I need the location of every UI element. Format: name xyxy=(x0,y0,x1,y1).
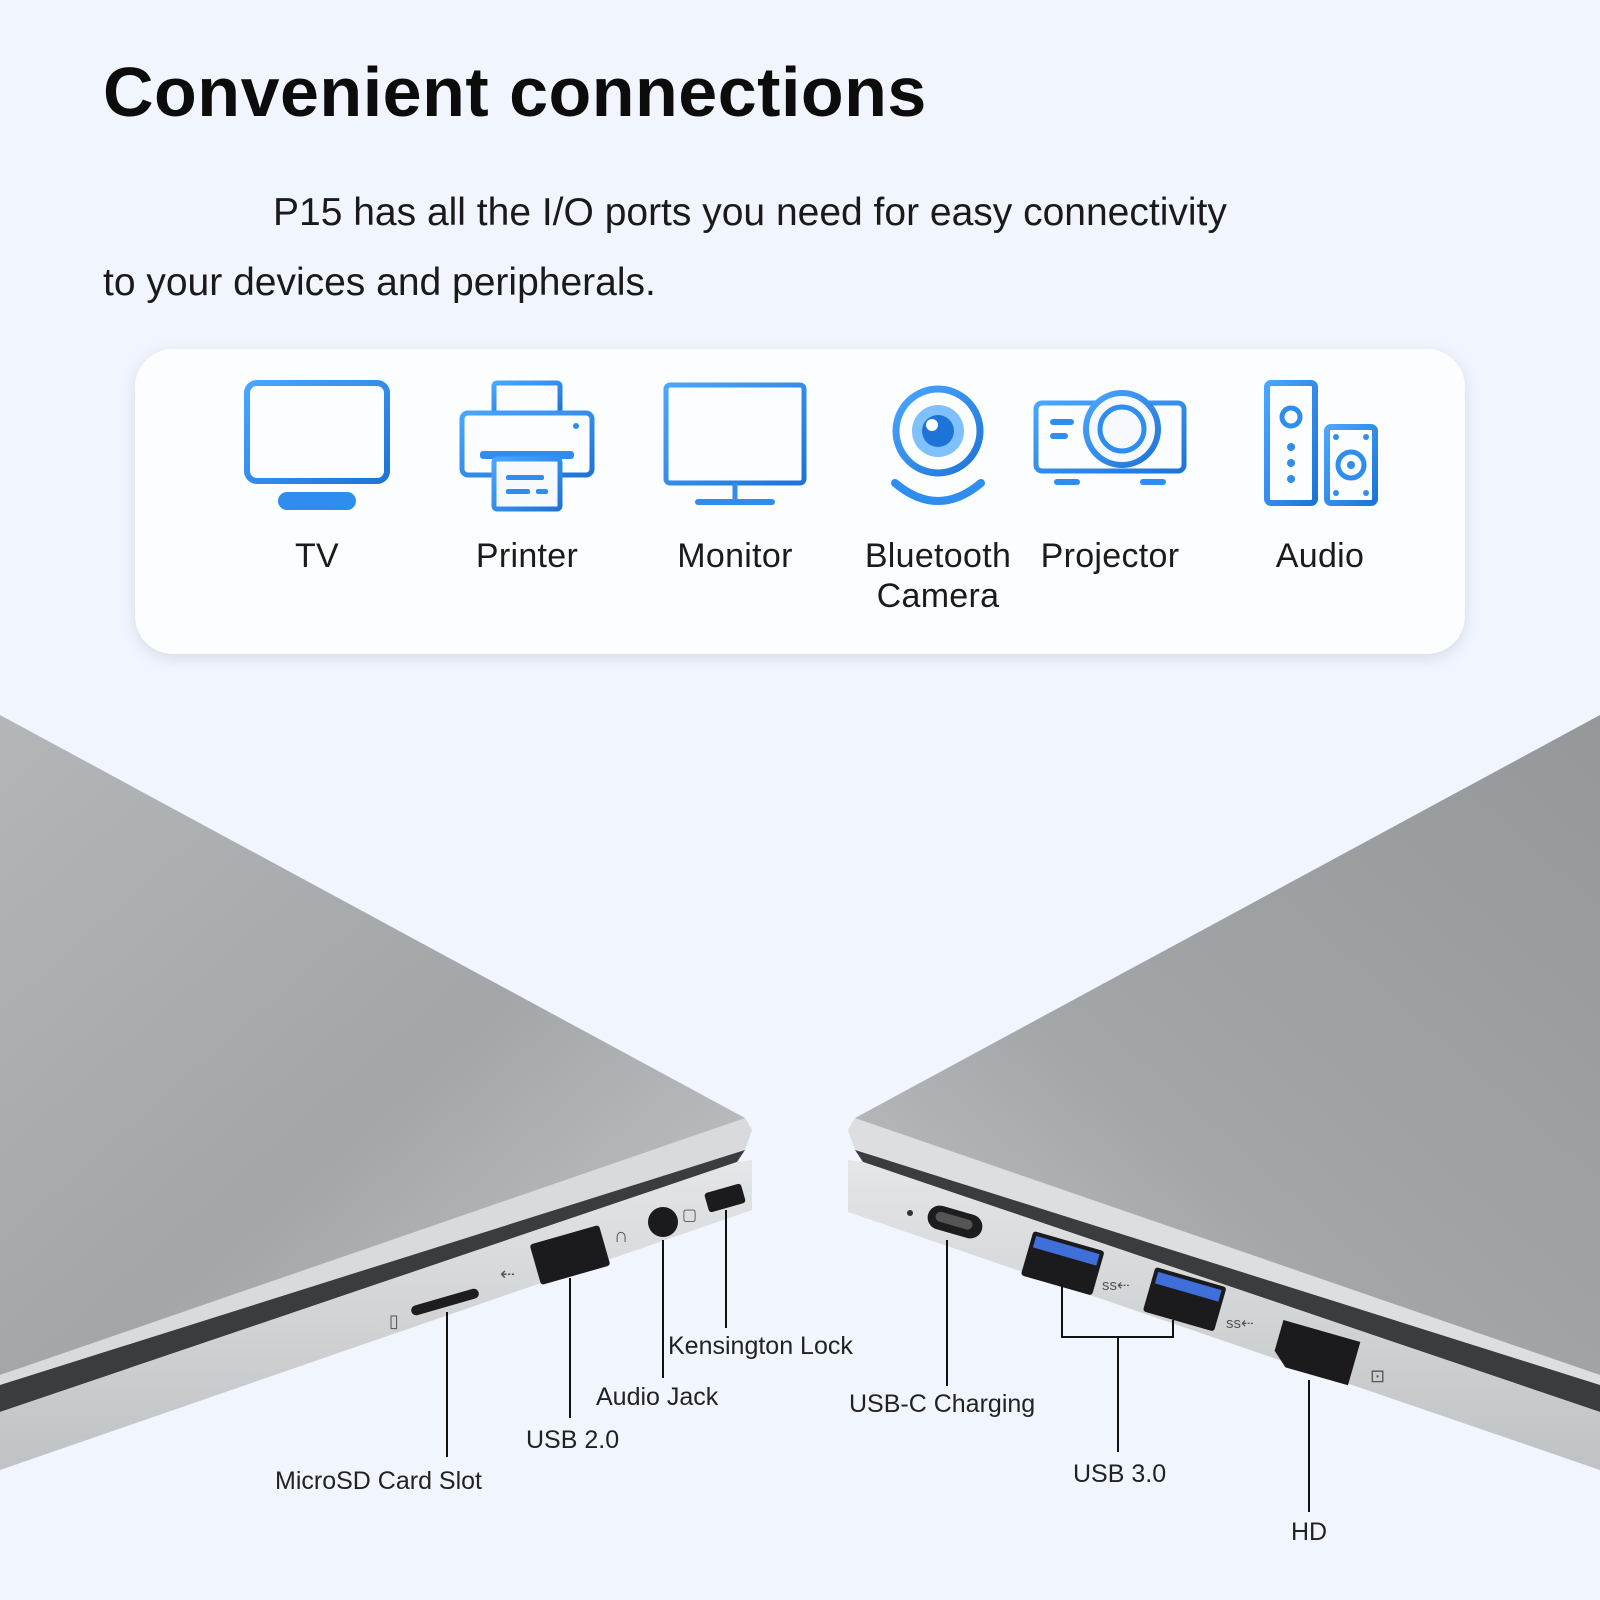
device-monitor: Monitor xyxy=(640,379,830,576)
monitor-icon xyxy=(663,382,807,505)
device-printer: Printer xyxy=(432,379,622,576)
right-laptop: ss⇠ ss⇠ ⊡ xyxy=(848,715,1600,1470)
device-label-printer: Printer xyxy=(475,537,579,575)
svg-text:∩: ∩ xyxy=(614,1225,628,1247)
hd-port xyxy=(1274,1319,1361,1386)
label-usb2: USB 2.0 xyxy=(526,1426,620,1454)
label-hd: HD xyxy=(1291,1518,1328,1546)
intro-line-1: P15 has all the I/O ports you need for e… xyxy=(273,191,1227,234)
label-kensington: Kensington Lock xyxy=(668,1332,853,1360)
usb3-port-2 xyxy=(1143,1267,1226,1331)
projector-icon xyxy=(1033,390,1187,485)
svg-text:▢: ▢ xyxy=(682,1207,697,1224)
device-label-tv: TV xyxy=(294,537,340,575)
microsd-slot xyxy=(411,1288,479,1316)
callout-lines xyxy=(446,1210,1310,1512)
intro-line-2: to your devices and peripherals. xyxy=(103,261,656,304)
intro-text: P15 has all the I/O ports you need for e… xyxy=(103,178,1363,318)
label-audio-jack: Audio Jack xyxy=(596,1383,719,1411)
svg-text:▯: ▯ xyxy=(389,1311,399,1331)
speaker-icon xyxy=(1264,380,1378,506)
device-label-bluetooth-camera: Bluetooth Camera xyxy=(864,537,1012,615)
usb2-port xyxy=(530,1225,610,1285)
svg-text:ss⇠: ss⇠ xyxy=(1226,1315,1254,1332)
device-label-monitor: Monitor xyxy=(677,537,793,575)
device-audio: Audio xyxy=(1225,379,1415,576)
svg-text:⊡: ⊡ xyxy=(1370,1366,1385,1386)
device-bluetooth-camera: Bluetooth Camera xyxy=(818,379,1058,616)
device-label-audio: Audio xyxy=(1275,537,1365,575)
label-microsd: MicroSD Card Slot xyxy=(275,1467,482,1495)
label-usbc: USB-C Charging xyxy=(849,1390,1036,1418)
device-tv: TV xyxy=(222,379,412,576)
device-label-projector: Projector xyxy=(1040,537,1180,575)
webcam-icon xyxy=(891,385,985,505)
printer-icon xyxy=(459,380,595,512)
page-title: Convenient connections xyxy=(103,53,927,131)
label-usb3: USB 3.0 xyxy=(1073,1460,1167,1488)
audio-jack-port xyxy=(648,1207,678,1237)
usb3-port-1 xyxy=(1021,1231,1104,1295)
kensington-slot xyxy=(704,1183,746,1213)
svg-text:⇠: ⇠ xyxy=(500,1264,515,1284)
device-projector: Projector xyxy=(1015,379,1205,576)
tv-icon xyxy=(244,380,390,510)
svg-text:ss⇠: ss⇠ xyxy=(1102,1277,1130,1294)
devices-card: TV Printer Monitor xyxy=(135,349,1465,654)
left-laptop: ▯ ⇠ ∩ ▢ xyxy=(0,715,752,1470)
